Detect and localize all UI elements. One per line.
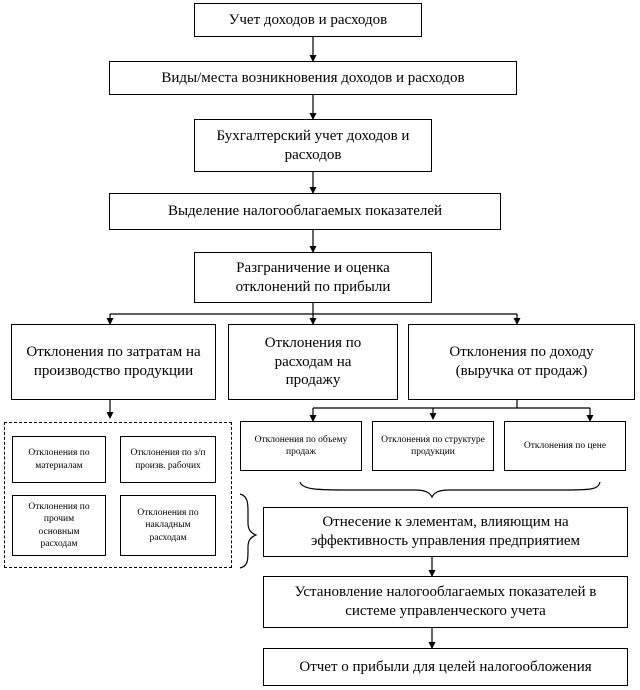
node-dev-price: Отклонения по цене — [504, 421, 626, 471]
node-attribution: Отнесение к элементам, влияющим на эффек… — [263, 507, 628, 557]
node-dev-income-label: Отклонения по доходу (выручка от продаж) — [449, 344, 594, 379]
node-dev-sales-expenses: Отклонения по расходам на продажу — [228, 324, 398, 400]
node-bookkeeping-label: Бухгалтерский учет доходов и расходов — [216, 127, 410, 163]
node-attribution-label: Отнесение к элементам, влияющим на эффек… — [310, 514, 581, 549]
node-dev-product-structure: Отклонения по структуре продукции — [372, 421, 494, 471]
node-types-places-label: Виды/места возникновения доходов и расхо… — [161, 69, 465, 86]
node-dev-overhead: Отклонения по накладным расходам — [120, 495, 216, 556]
node-establish-taxable-label: Установление налогооблагаемых показателе… — [294, 584, 597, 619]
node-dev-income: Отклонения по доходу (выручка от продаж) — [408, 324, 635, 400]
node-bookkeeping: Бухгалтерский учет доходов и расходов — [194, 119, 432, 172]
node-delimitation: Разграничение и оценка отклонений по при… — [194, 252, 432, 303]
node-dev-price-label: Отклонения по цене — [523, 440, 607, 451]
node-profit-report: Отчет о прибыли для целей налогообложени… — [263, 648, 628, 686]
cost-deviations-group — [4, 422, 232, 568]
node-dev-production-costs: Отклонения по затратам на производство п… — [11, 324, 216, 400]
node-establish-taxable: Установление налогооблагаемых показателе… — [263, 576, 628, 628]
node-dev-production-costs-label: Отклонения по затратам на производство п… — [26, 344, 201, 379]
node-accounting: Учет доходов и расходов — [194, 3, 422, 37]
node-dev-other-main: Отклонения по прочим основным расходам — [12, 495, 106, 556]
node-dev-wages-label: Отклонения по з/п произв. рабочих — [130, 448, 206, 471]
brace-right-of-group — [239, 493, 258, 569]
node-dev-other-main-label: Отклонения по прочим основным расходам — [28, 501, 90, 549]
node-dev-overhead-label: Отклонения по накладным расходам — [137, 507, 199, 543]
node-dev-product-structure-label: Отклонения по структуре продукции — [381, 434, 485, 457]
node-dev-sales-volume: Отклонения по объему продаж — [240, 421, 362, 471]
node-dev-materials-label: Отклонения по материалам — [28, 448, 90, 471]
node-delimitation-label: Разграничение и оценка отклонений по при… — [235, 259, 391, 295]
node-taxable-selection-label: Выделение налогооблагаемых показателей — [167, 203, 443, 220]
node-dev-sales-expenses-label: Отклонения по расходам на продажу — [264, 334, 362, 389]
node-accounting-label: Учет доходов и расходов — [228, 11, 388, 28]
node-profit-report-label: Отчет о прибыли для целей налогообложени… — [299, 658, 592, 675]
node-dev-materials: Отклонения по материалам — [12, 436, 106, 483]
node-taxable-selection: Выделение налогооблагаемых показателей — [109, 193, 501, 230]
node-dev-wages: Отклонения по з/п произв. рабочих — [120, 436, 216, 483]
brace-under-income-details — [299, 481, 601, 499]
node-types-places: Виды/места возникновения доходов и расхо… — [109, 61, 517, 95]
node-dev-sales-volume-label: Отклонения по объему продаж — [254, 434, 348, 457]
